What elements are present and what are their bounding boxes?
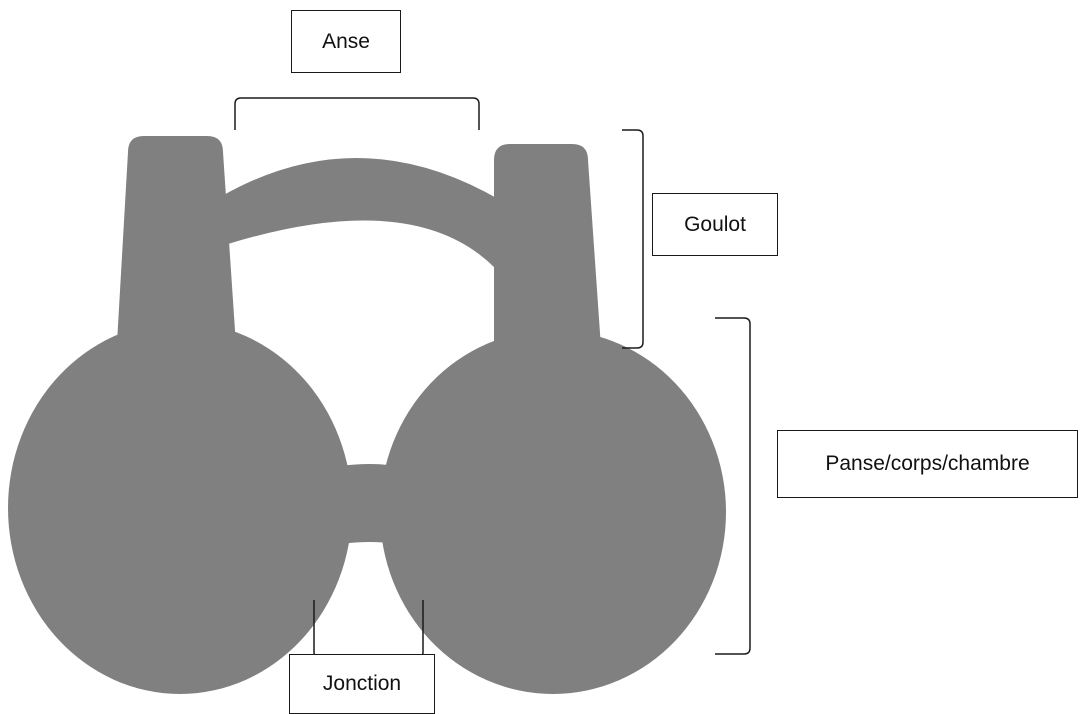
label-jonction-text: Jonction: [322, 672, 402, 695]
left-neck: [116, 136, 237, 360]
right-body: [380, 330, 726, 694]
double-vessel-shape: [8, 136, 726, 694]
label-goulot-text: Goulot: [684, 212, 746, 236]
label-panse: Panse/corps/chambre: [777, 430, 1078, 498]
label-goulot: Goulot: [652, 193, 778, 256]
handle-anse: [222, 157, 500, 268]
left-body: [8, 322, 352, 694]
goulot-bracket: [622, 129, 644, 349]
panse-bracket: [715, 317, 751, 655]
label-jonction: Jonction: [289, 654, 435, 714]
label-anse: Anse: [291, 10, 401, 73]
anse-bracket: [234, 97, 480, 130]
junction-bridge: [340, 464, 396, 544]
right-neck: [494, 144, 602, 362]
label-anse-text: Anse: [322, 29, 370, 53]
label-panse-text: Panse/corps/chambre: [825, 452, 1030, 475]
